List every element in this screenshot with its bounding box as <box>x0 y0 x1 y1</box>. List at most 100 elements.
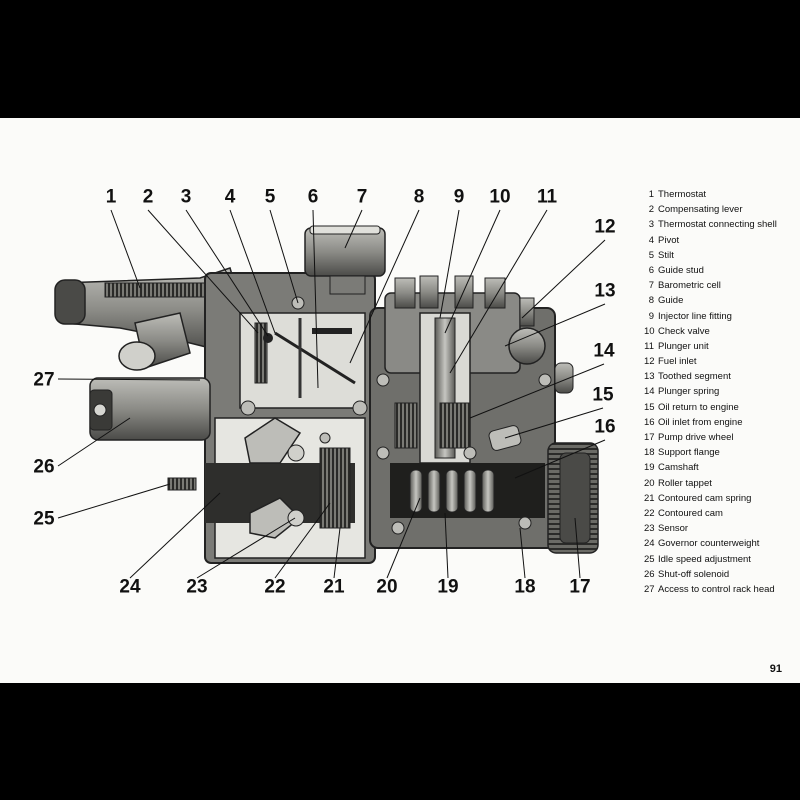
callout-3: 3 <box>180 186 192 208</box>
fuel-injection-pump-cutaway <box>54 209 606 579</box>
legend-label: Roller tappet <box>658 477 712 489</box>
legend-label: Thermostat <box>658 189 707 200</box>
shut-off-solenoid <box>89 377 211 441</box>
parts-legend: 1 Thermostat 2 Compensating lever 3 Thermos… <box>644 187 800 597</box>
idle-speed-spring <box>167 477 197 491</box>
legend-number: 5 <box>648 249 654 261</box>
legend-label: Check valve <box>658 325 710 337</box>
callout-18: 18 <box>514 576 536 598</box>
legend-item: 2 Compensating lever <box>644 202 800 217</box>
callout-5: 5 <box>264 186 276 208</box>
legend-number: 1 <box>648 189 654 200</box>
legend-number: 16 <box>644 416 655 428</box>
legend-number: 27 <box>644 583 655 595</box>
legend-label: Fuel inlet <box>658 356 697 368</box>
legend-label: Camshaft <box>658 462 699 474</box>
pump-drive-wheel <box>547 442 599 554</box>
callout-27: 27 <box>33 369 55 391</box>
legend-label: Access to control rack head <box>658 583 775 595</box>
legend-label: Pivot <box>658 234 680 246</box>
legend-label: Thermostat connecting shell <box>658 219 777 231</box>
legend-number: 24 <box>644 538 655 550</box>
legend-label: Stilt <box>658 249 674 261</box>
legend-number: 21 <box>644 492 655 504</box>
callout-8: 8 <box>413 186 425 208</box>
legend-number: 23 <box>644 523 655 535</box>
legend-label: Guide <box>658 295 684 307</box>
legend-label: Compensating lever <box>658 204 743 216</box>
callout-20: 20 <box>376 576 398 598</box>
legend-item: 7 Barometric cell <box>644 278 800 293</box>
callout-22: 22 <box>264 576 286 598</box>
callout-19: 19 <box>437 576 459 598</box>
legend-label: Barometric cell <box>658 280 721 292</box>
callout-7: 7 <box>356 186 368 208</box>
legend-number: 22 <box>644 507 655 519</box>
callout-13: 13 <box>594 280 616 302</box>
legend-number: 15 <box>644 401 655 413</box>
legend-label: Contoured cam spring <box>658 492 752 504</box>
callout-10: 10 <box>489 186 511 208</box>
callout-11: 11 <box>536 186 558 208</box>
callout-16: 16 <box>594 416 616 438</box>
callout-23: 23 <box>186 576 208 598</box>
callout-24: 24 <box>119 576 141 598</box>
legend-number: 19 <box>644 462 655 474</box>
callout-25: 25 <box>33 508 55 530</box>
callout-14: 14 <box>593 340 615 362</box>
legend-label: Pump drive wheel <box>658 432 734 443</box>
callout-17: 17 <box>569 576 591 598</box>
legend-number: 9 <box>648 310 654 322</box>
pump-housing <box>369 275 574 549</box>
legend-label: Toothed segment <box>658 371 731 383</box>
legend-item: 1 Thermostat <box>644 187 800 202</box>
legend-number: 13 <box>644 371 655 383</box>
legend-label: Injector line fitting <box>658 310 732 322</box>
legend-number: 2 <box>648 204 654 216</box>
legend-number: 11 <box>644 340 654 352</box>
legend-label: Guide stud <box>658 264 704 276</box>
legend-number: 12 <box>644 356 655 368</box>
legend-item: 3 Thermostat connecting shell <box>644 217 800 232</box>
callout-6: 6 <box>307 186 319 208</box>
legend-number: 3 <box>648 219 654 231</box>
legend-label: Plunger spring <box>658 386 720 398</box>
governor-housing <box>204 272 376 564</box>
legend-label: Contoured cam <box>658 507 723 519</box>
legend-label: Oil return to engine <box>658 401 739 413</box>
callout-2: 2 <box>142 186 154 208</box>
legend-number: 7 <box>648 280 654 292</box>
legend-label: Sensor <box>658 523 689 535</box>
legend-item: 5 Stilt <box>644 248 800 263</box>
callout-1: 1 <box>105 186 117 208</box>
callout-12: 12 <box>594 216 616 238</box>
legend-label: Governor counterweight <box>658 538 760 550</box>
legend-number: 10 <box>644 325 655 337</box>
legend-label: Plunger unit <box>658 340 709 352</box>
legend-label: Oil inlet from engine <box>658 416 743 428</box>
barometric-cell <box>304 225 386 295</box>
legend-label: Shut-off solenoid <box>658 568 730 580</box>
legend-number: 26 <box>644 568 655 580</box>
callout-9: 9 <box>453 186 465 208</box>
leader-lines <box>57 209 606 579</box>
callout-4: 4 <box>224 186 236 208</box>
thermostat-assembly <box>54 267 246 371</box>
legend-number: 18 <box>644 447 655 459</box>
